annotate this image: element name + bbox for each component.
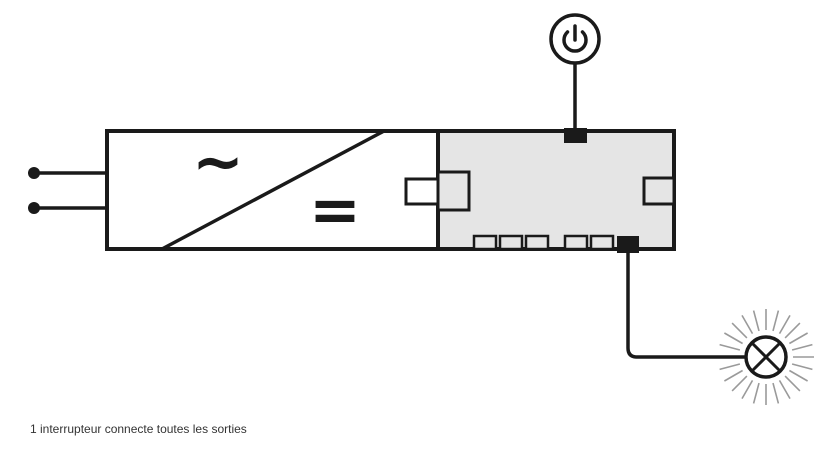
glow-ray <box>741 380 754 399</box>
converter-diagonal <box>161 129 385 251</box>
controller-box <box>436 129 676 251</box>
output-port-5 <box>589 234 615 251</box>
glow-ray <box>752 310 760 332</box>
power-supply: ~ = <box>105 125 440 251</box>
caption: 1 interrupteur connecte toutes les sorti… <box>30 422 247 436</box>
mains-terminal-top <box>28 167 40 179</box>
lamp <box>719 309 814 405</box>
switch-port <box>564 128 587 143</box>
glow-ray <box>752 382 760 404</box>
lamp-icon <box>750 341 782 373</box>
input-connector-outer <box>404 177 440 206</box>
glow-ray <box>772 310 780 332</box>
mains-terminal-bottom <box>28 202 40 214</box>
glow-ray <box>791 343 813 351</box>
lamp-glow <box>719 309 814 405</box>
glow-ray <box>731 322 748 339</box>
output-port-2 <box>498 234 524 251</box>
output-port-1 <box>472 234 498 251</box>
glow-ray <box>778 315 791 334</box>
output-port-6-active <box>617 236 639 253</box>
glow-ray <box>724 332 743 345</box>
output-port-3 <box>524 234 550 251</box>
glow-ray <box>789 332 808 345</box>
glow-ray <box>784 322 801 339</box>
lamp-wire <box>626 252 745 359</box>
ac-symbol: ~ <box>192 125 244 198</box>
glow-ray <box>784 375 801 392</box>
controller-module <box>404 128 676 253</box>
mains-input <box>28 167 107 214</box>
glow-ray <box>719 363 741 371</box>
output-connector-side <box>642 176 676 206</box>
glow-ray <box>789 369 808 382</box>
input-connector-inner <box>436 170 471 212</box>
glow-ray <box>778 380 791 399</box>
output-ports <box>472 234 639 253</box>
glow-ray <box>719 343 741 351</box>
glow-ray <box>741 315 754 334</box>
glow-ray <box>772 382 780 404</box>
switch <box>549 13 601 130</box>
glow-ray <box>731 375 748 392</box>
power-icon <box>562 24 588 53</box>
glow-ray <box>791 363 813 371</box>
output-port-4 <box>563 234 589 251</box>
glow-ray <box>724 369 743 382</box>
dc-symbol: = <box>309 173 361 246</box>
